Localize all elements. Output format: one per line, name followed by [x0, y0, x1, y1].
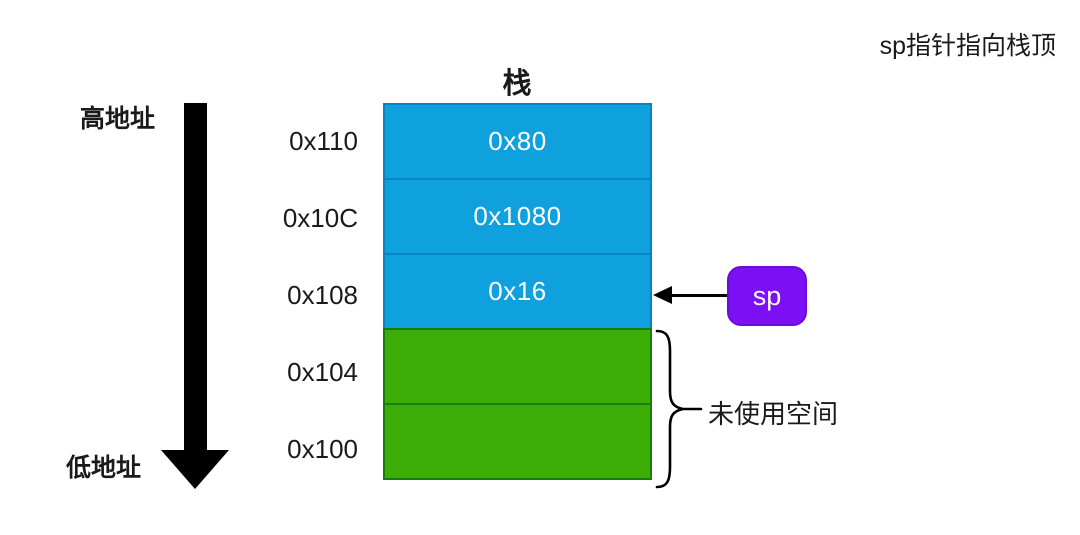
stack-block: 0x80 0x1080 0x16 — [383, 103, 652, 480]
low-address-label: 低地址 — [66, 454, 142, 482]
address-label: 0x104 — [287, 357, 358, 387]
sp-arrowhead-icon — [653, 286, 672, 304]
address-label: 0x100 — [287, 434, 358, 464]
brace-icon — [655, 329, 703, 489]
sp-arrow-line — [669, 294, 729, 297]
stack-cell-0x104 — [383, 328, 652, 405]
stack-cell-0x110: 0x80 — [383, 103, 652, 180]
sp-pointer-badge: sp — [727, 266, 807, 326]
stack-title: 栈 — [502, 68, 532, 100]
address-label: 0x108 — [287, 280, 358, 310]
stack-cell-value: 0x16 — [488, 276, 547, 306]
stack-cell-0x108: 0x16 — [383, 253, 652, 330]
stack-cell-0x100 — [383, 403, 652, 480]
stack-cell-0x10c: 0x1080 — [383, 178, 652, 255]
address-direction-arrow-shaft — [184, 103, 207, 451]
address-direction-arrow-head-icon — [161, 450, 229, 489]
stack-cell-value: 0x1080 — [473, 201, 562, 231]
high-address-label: 高地址 — [80, 105, 156, 133]
unused-space-label: 未使用空间 — [708, 399, 839, 429]
stack-cell-value: 0x80 — [488, 126, 547, 156]
address-column: 0x110 0x10C 0x108 0x104 0x100 — [248, 103, 358, 488]
address-label: 0x10C — [282, 203, 358, 233]
address-label: 0x110 — [289, 126, 358, 156]
sp-annotation: sp指针指向栈顶 — [879, 32, 1056, 60]
